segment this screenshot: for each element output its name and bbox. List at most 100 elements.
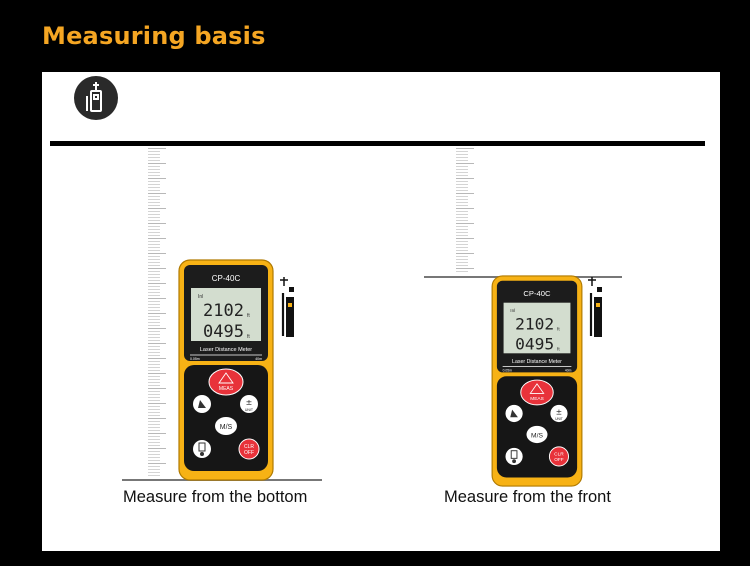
- ruler-tick: [148, 193, 166, 194]
- lcd-mode: Inl: [198, 294, 203, 300]
- ruler-tick: [456, 220, 468, 221]
- ruler-tick: [148, 157, 160, 158]
- area-mode-button: [505, 404, 523, 423]
- svg-text:±: ±: [246, 398, 253, 407]
- ruler-tick: [148, 427, 160, 428]
- ruler-tick: [148, 226, 160, 227]
- front-reference-icon: [587, 277, 605, 344]
- clear-off-button: CLR OFF: [548, 446, 569, 467]
- ruler-tick: [148, 331, 160, 332]
- lcd-unit-1: ft: [247, 313, 250, 319]
- ruler-tick: [456, 217, 468, 218]
- ruler-tick: [148, 241, 160, 242]
- ruler-tick: [148, 172, 160, 173]
- ruler-tick: [148, 199, 160, 200]
- ruler-tick: [456, 196, 468, 197]
- ruler-tick: [148, 190, 160, 191]
- ruler-tick: [148, 160, 160, 161]
- laser-distance-meter-bottom: CP-40C Inl 2102 ft 0495 ft Laser Distanc…: [178, 259, 274, 486]
- lcd-unit-1: ft: [557, 326, 560, 332]
- ruler-tick: [456, 262, 468, 263]
- ruler-tick: [148, 364, 160, 365]
- ruler-tick: [148, 178, 166, 179]
- ruler-tick: [456, 148, 474, 149]
- ruler-tick: [148, 217, 160, 218]
- device-band-label: Laser Distance Meter: [512, 359, 562, 365]
- ruler-tick: [148, 313, 166, 314]
- ruler-tick: [148, 229, 160, 230]
- ruler-tick: [456, 232, 468, 233]
- ruler-tick: [148, 214, 160, 215]
- area-mode-button: [193, 395, 211, 413]
- ruler-tick: [148, 346, 160, 347]
- ruler-tick: [456, 250, 468, 251]
- ruler-tick: [148, 238, 166, 239]
- ruler-tick: [148, 430, 160, 431]
- ruler-tick: [148, 232, 160, 233]
- ruler-tick: [456, 238, 474, 239]
- meas-button: MEAS: [520, 379, 554, 406]
- clear-off-button: CLR OFF: [238, 438, 260, 460]
- ruler-tick: [148, 247, 160, 248]
- ruler-tick: [148, 289, 160, 290]
- device-model-label: CP-40C: [523, 289, 551, 298]
- ruler-tick: [148, 424, 160, 425]
- ruler-tick: [148, 286, 160, 287]
- ruler-tick: [456, 205, 468, 206]
- ruler-tick: [148, 373, 166, 374]
- ruler-tick: [148, 244, 160, 245]
- ruler-tick: [456, 265, 468, 266]
- ruler-tick: [148, 442, 160, 443]
- ruler-tick: [456, 187, 468, 188]
- ruler-tick: [148, 472, 160, 473]
- ruler-tick: [148, 385, 160, 386]
- device-scale-max: 40m: [565, 368, 572, 372]
- ruler-tick: [148, 448, 166, 449]
- meas-button: MEAS: [208, 368, 244, 396]
- svg-text:UNIT: UNIT: [245, 408, 254, 412]
- ruler-tick: [456, 184, 468, 185]
- memory-sum-button: M/S: [215, 417, 237, 435]
- svg-text:OFF: OFF: [554, 457, 564, 463]
- reference-light-button: [193, 440, 211, 458]
- device-band-label: Laser Distance Meter: [200, 347, 252, 353]
- ruler-tick: [456, 193, 474, 194]
- ruler-tick: [456, 223, 474, 224]
- ruler-tick: [148, 415, 160, 416]
- ruler-tick: [456, 235, 468, 236]
- ruler-tick: [148, 205, 160, 206]
- ruler-tick: [148, 151, 160, 152]
- ruler-tick: [148, 208, 166, 209]
- ruler-tick: [148, 328, 166, 329]
- ruler-tick: [148, 175, 160, 176]
- measuring-ruler-left: [148, 148, 168, 478]
- ruler-tick: [148, 181, 160, 182]
- ruler-tick: [148, 406, 160, 407]
- reference-line: [50, 141, 705, 146]
- page-title: Measuring basis: [42, 22, 266, 50]
- ruler-tick: [148, 403, 166, 404]
- ruler-tick: [148, 262, 160, 263]
- ruler-tick: [456, 214, 468, 215]
- ruler-tick: [456, 268, 474, 269]
- caption-bottom: Measure from the bottom: [123, 488, 308, 506]
- ruler-tick: [148, 187, 160, 188]
- ruler-tick: [456, 154, 468, 155]
- ruler-tick: [148, 274, 160, 275]
- ruler-tick: [148, 397, 160, 398]
- ruler-tick: [148, 271, 160, 272]
- ruler-tick: [148, 376, 160, 377]
- ruler-tick: [456, 241, 468, 242]
- ruler-tick: [456, 229, 468, 230]
- ruler-tick: [456, 166, 468, 167]
- lcd-unit-2: ft: [247, 334, 250, 340]
- ruler-tick: [148, 298, 166, 299]
- ruler-tick: [148, 322, 160, 323]
- ruler-tick: [148, 388, 166, 389]
- ruler-tick: [148, 418, 166, 419]
- ruler-tick: [456, 256, 468, 257]
- ruler-tick: [456, 271, 468, 272]
- svg-text:MEAS: MEAS: [219, 386, 234, 392]
- lcd-reading-2: 0495: [203, 322, 244, 342]
- ruler-tick: [148, 184, 160, 185]
